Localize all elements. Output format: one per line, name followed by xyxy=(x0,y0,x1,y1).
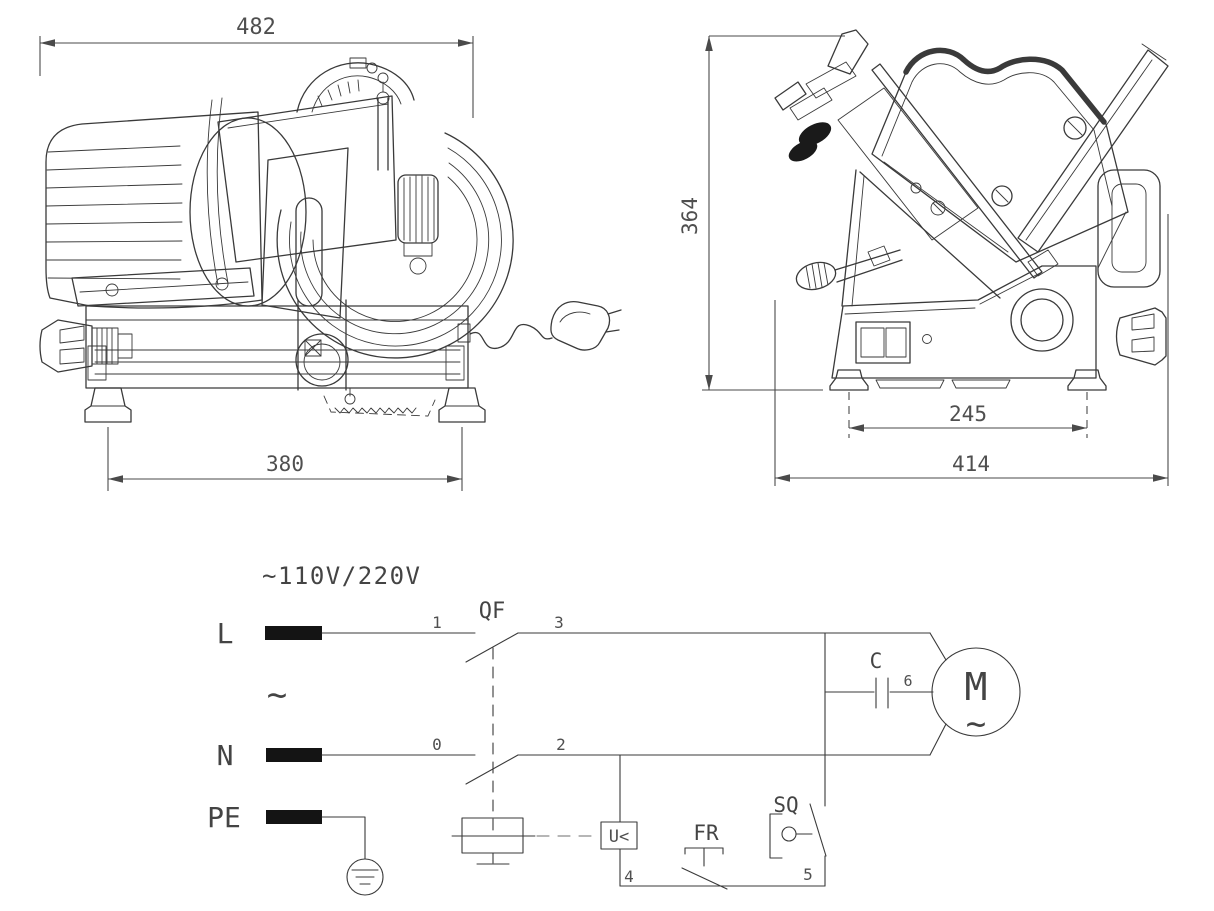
undervoltage-label: U< xyxy=(609,827,629,847)
breaker-pole-l xyxy=(465,632,519,663)
handle xyxy=(1097,169,1161,288)
wire-4-label: 4 xyxy=(624,867,634,886)
motor-housing xyxy=(45,111,307,309)
dim-380-label: 380 xyxy=(266,452,304,476)
dim-380: 380 xyxy=(107,427,463,491)
interlock-label: SQ xyxy=(773,793,798,817)
wire-2-label: 2 xyxy=(556,735,566,754)
interlock-switch: SQ xyxy=(769,793,827,859)
top-clamp xyxy=(296,57,415,113)
neutral-terminal xyxy=(266,748,322,762)
line-terminal xyxy=(265,626,322,640)
wire-6-label: 6 xyxy=(903,672,912,690)
earth-terminal xyxy=(266,810,322,824)
left-knob xyxy=(39,319,133,373)
sharpener-bar xyxy=(1017,43,1169,253)
wire-5-label: 5 xyxy=(803,865,813,884)
dim-414: 414 xyxy=(774,214,1169,486)
dim-414-label: 414 xyxy=(952,452,990,476)
dim-245: 245 xyxy=(848,392,1088,438)
capacitor-label: C xyxy=(870,649,883,673)
breaker-pole-n xyxy=(465,754,519,785)
motor-label: M xyxy=(965,665,988,709)
side-view-drawing: 482 xyxy=(39,15,622,491)
capacitor: C 6 xyxy=(824,649,934,709)
undervoltage-release: U< xyxy=(600,821,638,850)
front-foot-left xyxy=(829,369,869,391)
power-cord-plug xyxy=(457,300,622,351)
neutral-label: N xyxy=(217,739,234,772)
center-post xyxy=(295,299,349,391)
thermal-label: FR xyxy=(693,821,719,845)
earth-label: PE xyxy=(207,801,241,834)
front-view-drawing: 364 xyxy=(678,29,1169,486)
wire-3-label: 3 xyxy=(554,613,564,632)
breaker-mechanism-box xyxy=(451,817,536,865)
wire-0-label: 0 xyxy=(432,735,442,754)
front-foot-right xyxy=(1067,369,1107,391)
dim-245-label: 245 xyxy=(949,402,987,426)
foot-right xyxy=(438,387,486,423)
base-side xyxy=(85,305,469,405)
line-label: L xyxy=(217,617,234,650)
dim-364: 364 xyxy=(678,35,845,391)
wiring-diagram: ~110V/220V L 1 3 ~ N 0 2 QF PE xyxy=(207,562,1021,896)
carriage-assembly xyxy=(774,29,1059,279)
breaker-label: QF xyxy=(479,599,506,624)
serrated-strip xyxy=(323,395,436,417)
voltage-title: ~110V/220V xyxy=(262,562,422,590)
right-knob xyxy=(1115,307,1167,366)
base-front xyxy=(831,265,1097,379)
earth-symbol xyxy=(346,858,384,896)
ac-symbol: ~ xyxy=(267,675,287,715)
blade-cover xyxy=(871,47,1129,269)
blade-housing xyxy=(276,132,514,359)
foot-left xyxy=(84,387,132,423)
wire-1-label: 1 xyxy=(432,613,442,632)
motor-ac-symbol: ~ xyxy=(966,704,986,744)
thermal-overload: FR xyxy=(681,821,728,890)
body-front xyxy=(841,169,1001,307)
motor: M ~ xyxy=(929,632,1021,756)
dim-364-label: 364 xyxy=(678,197,702,235)
guide-rod xyxy=(376,72,439,275)
gauge-plate xyxy=(206,95,397,286)
under-base-tabs xyxy=(875,379,1011,389)
carriage-tray xyxy=(71,267,255,307)
dim-482-label: 482 xyxy=(236,15,276,40)
dim-482: 482 xyxy=(39,15,474,118)
